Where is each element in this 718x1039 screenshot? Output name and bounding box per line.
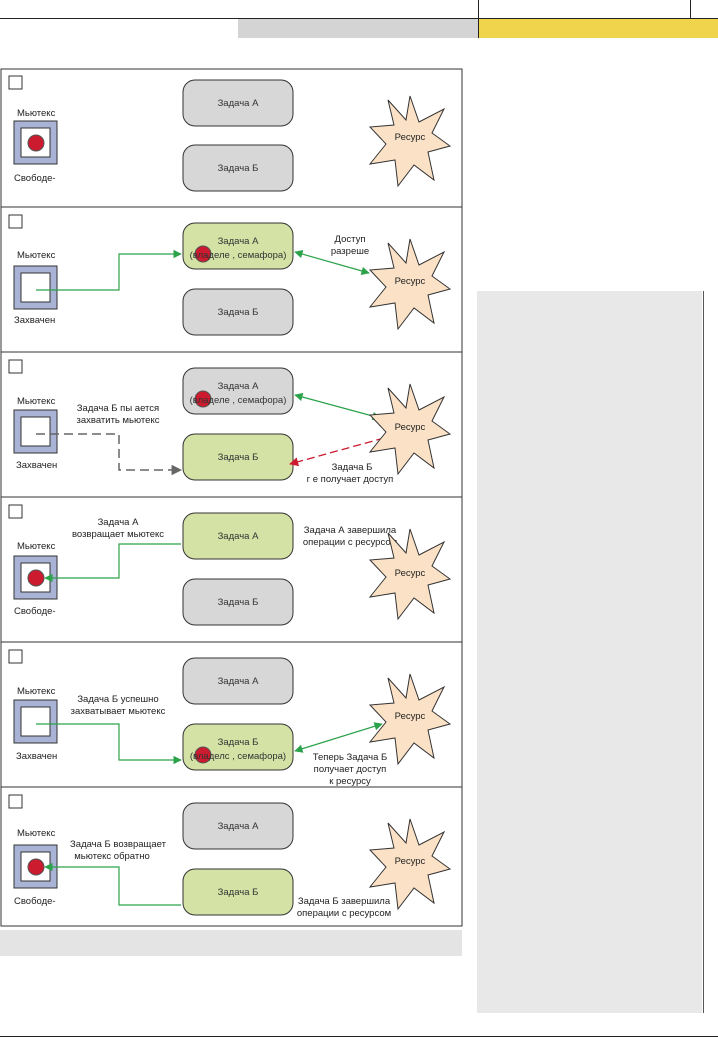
task-a-label: Задача А [218, 821, 260, 832]
access-note: разреше [331, 246, 369, 257]
header-bar-gray [238, 19, 478, 38]
task-a-label: Задача А [218, 98, 260, 109]
mutex-state: Свободе- [14, 606, 56, 617]
task-a-label: Задача А [218, 676, 260, 687]
resource-star [368, 673, 452, 766]
denied-note: Задача Б [332, 462, 373, 473]
mutex-label: Мьютекс [17, 396, 56, 407]
mutex-diagram: Мьютекс Свободе- Задача А Задача Б Ресур… [0, 68, 463, 927]
side-panel-edge [703, 291, 704, 1013]
owner-note: (владелс , семафора) [190, 751, 286, 762]
done-note: Задача А завершила [304, 525, 397, 536]
owner-note: (владеле , семафора) [190, 250, 287, 261]
return-note: Задача Б возвращает [70, 839, 167, 850]
now-note: Теперь Задача Б [313, 752, 388, 763]
mutex-state: Свободе- [14, 173, 56, 184]
try-note: захватить мьютекс [77, 415, 160, 426]
return-arrow [44, 543, 181, 583]
mutex-token [27, 134, 45, 152]
now-note: получает доступ [314, 764, 387, 775]
task-b-box [182, 144, 294, 192]
task-a-label: Задача А [218, 531, 260, 542]
task-token [194, 245, 212, 263]
done-note: операции с ресурсом [297, 908, 391, 919]
task-b-box [182, 578, 294, 626]
mutex-token [27, 858, 45, 876]
task-a-box [182, 802, 294, 850]
task-a-box [182, 79, 294, 127]
resource-star [368, 528, 452, 621]
mutex-token [27, 569, 45, 587]
return-note: мьютекс обратно [74, 851, 150, 862]
resource-star [368, 818, 452, 911]
header-tick [478, 0, 479, 38]
task-b-label: Задача Б [218, 452, 259, 463]
resource-label: Ресурс [395, 276, 426, 287]
task-a-box [182, 512, 294, 560]
resource-label: Ресурс [395, 422, 426, 433]
task-b-box [182, 288, 294, 336]
task-token [194, 746, 212, 764]
denied-arrow [289, 431, 394, 467]
header-tick [690, 0, 691, 19]
denied-note: г е получает доступ [307, 474, 394, 485]
now-note: к ресурсу [329, 776, 371, 787]
task-a-label: Задача А [218, 236, 260, 247]
mutex-label: Мьютекс [17, 828, 56, 839]
take-note: Задача Б успешно [77, 694, 158, 705]
task-b-label: Задача Б [218, 307, 259, 318]
access-note: Доступ [335, 234, 366, 245]
access-arrow [294, 392, 381, 421]
try-capture-arrow [36, 433, 183, 476]
task-b-label: Задача Б [218, 163, 259, 174]
access-arrow [294, 722, 383, 753]
capture-arrow [36, 723, 182, 765]
panel-6: Мьютекс Свободе- Задача А Задача Б Задач… [13, 802, 452, 919]
task-token [194, 390, 212, 408]
task-a-box [182, 657, 294, 705]
panel-checkboxes [8, 75, 23, 809]
task-b-label: Задача Б [218, 737, 259, 748]
mutex-state: Свободе- [14, 896, 56, 907]
panel-frames [0, 68, 463, 927]
mutex-label: Мьютекс [17, 686, 56, 697]
mutex-state: Захвачен [14, 315, 55, 326]
task-a-label: Задача А [218, 381, 260, 392]
mutex-state: Захвачен [16, 751, 57, 762]
panel-5: Мьютекс Захвачен Задача А Задача Б (влад… [13, 657, 452, 787]
task-b-label: Задача Б [218, 887, 259, 898]
task-b-box [182, 868, 294, 916]
try-note: Задача Б пы ается [77, 403, 159, 414]
resource-star [368, 95, 452, 188]
panel-1: Мьютекс Свободе- Задача А Задача Б Ресур… [13, 79, 452, 192]
task-b-label: Задача Б [218, 597, 259, 608]
panel-2: Мьютекс Захвачен Задача А (владеле , сем… [13, 222, 452, 336]
header-bar-yellow [478, 19, 718, 38]
done-note: операции с ресурсом [303, 537, 397, 548]
panel-4: Мьютекс Свободе- Задача А Задача Б Задач… [13, 512, 452, 626]
mutex-state: Захвачен [16, 460, 57, 471]
caption-bar [0, 930, 462, 956]
access-arrow [294, 250, 370, 275]
panel-3: Мьютекс Захвачен Задача А (владеле , сем… [13, 367, 452, 485]
footer-rule [0, 1036, 718, 1037]
resource-label: Ресурс [395, 132, 426, 143]
mutex-label: Мьютекс [17, 250, 56, 261]
return-note: Задача А [98, 517, 140, 528]
resource-label: Ресурс [395, 856, 426, 867]
capture-arrow [36, 249, 182, 291]
mutex-label: Мьютекс [17, 541, 56, 552]
return-note: возвращает мьютекс [72, 529, 164, 540]
resource-label: Ресурс [395, 711, 426, 722]
resource-label: Ресурс [395, 568, 426, 579]
mutex-label: Мьютекс [17, 108, 56, 119]
resource-star [368, 383, 452, 476]
take-note: захватывает мьютекс [71, 706, 166, 717]
resource-star [368, 238, 452, 331]
owner-note: (владеле , семафора) [190, 395, 287, 406]
side-panel [477, 291, 702, 1013]
done-note: Задача Б завершила [298, 896, 391, 907]
return-arrow [44, 862, 181, 906]
header-rule [0, 18, 718, 19]
